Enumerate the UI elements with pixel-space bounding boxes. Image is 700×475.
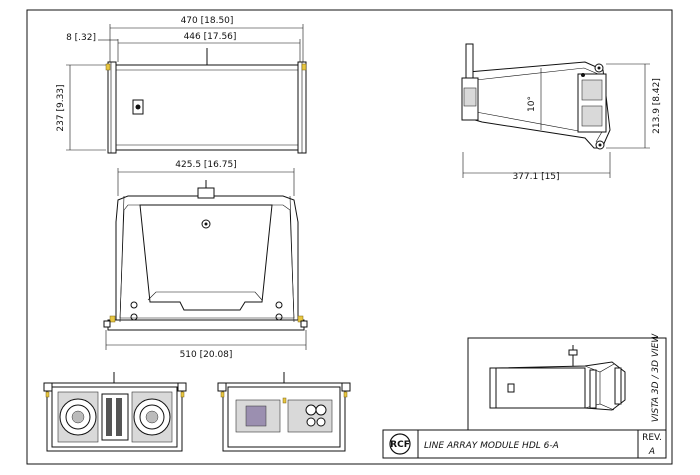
rcf-logo: RCF: [389, 433, 411, 455]
drawing-border: [26, 9, 673, 465]
rear-view: [217, 372, 351, 452]
title-block: RCF LINE ARRAY MODULE HDL 6-A REV. A: [382, 429, 667, 459]
dim-top-height: 237 [9.33]: [56, 84, 66, 131]
dim-front-top-width: 425.5 [16.75]: [175, 160, 236, 170]
side-view: [461, 43, 611, 150]
drawing-title: LINE ARRAY MODULE HDL 6-A: [424, 441, 559, 451]
side-view-dimensions: 10° 377.1 [15] 213.9 [8.42]: [462, 63, 662, 182]
rev-value: A: [648, 447, 655, 457]
dim-inner-width: 446 [17.56]: [184, 32, 237, 42]
top-view-dimensions: 470 [18.50] 446 [17.56] 8 [.32] 237 [9.3…: [56, 16, 304, 151]
top-view: [105, 48, 307, 154]
dim-offset: 8 [.32]: [66, 33, 96, 43]
front-view: [103, 180, 308, 331]
dim-overall-width: 470 [18.50]: [181, 16, 234, 26]
view-3d: [489, 345, 626, 411]
view-3d-label: VISTA 3D / 3D VIEW: [651, 333, 661, 423]
title-block-frame: [382, 429, 667, 459]
dim-side-width: 377.1 [15]: [512, 172, 559, 182]
dim-side-height: 213.9 [8.42]: [652, 78, 662, 134]
dim-front-bottom-width: 510 [20.08]: [180, 350, 233, 360]
front-view-dimensions: 425.5 [16.75] 510 [20.08]: [105, 160, 307, 360]
dim-angle: 10°: [527, 96, 537, 112]
svg-text:RCF: RCF: [390, 440, 410, 450]
rev-label: REV.: [642, 433, 662, 443]
front-speaker-view: [43, 372, 187, 452]
